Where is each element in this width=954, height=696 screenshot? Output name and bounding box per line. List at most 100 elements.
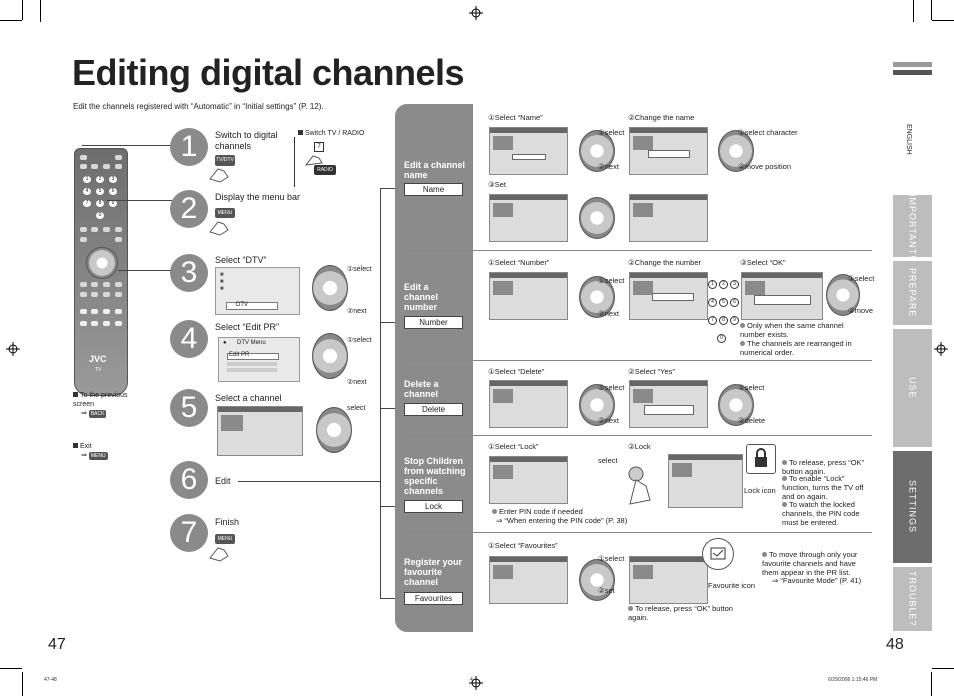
footer-page: 4: [470, 677, 473, 683]
tab-settings[interactable]: SETTINGS: [893, 451, 932, 563]
number-button[interactable]: Number: [404, 316, 463, 329]
remote-key[interactable]: 3: [109, 176, 117, 183]
dpad[interactable]: [718, 384, 754, 426]
back-button[interactable]: BACK: [88, 410, 107, 418]
action-label: ②delete: [738, 416, 766, 425]
note: Enter PIN code if needed: [492, 507, 583, 516]
dpad[interactable]: [312, 333, 348, 379]
keypad-key[interactable]: 2: [719, 280, 728, 289]
lock-icon: [755, 448, 767, 467]
tv-screen: [489, 456, 568, 504]
keypad-key[interactable]: 6: [730, 298, 739, 307]
keypad-key[interactable]: 1: [708, 280, 717, 289]
dpad[interactable]: [826, 274, 860, 316]
crop-mark: [22, 0, 23, 20]
note-link: ⇒ “When entering the PIN code” (P. 38): [496, 516, 628, 525]
favourites-button[interactable]: Favourites: [404, 592, 463, 605]
action-label: ①select: [598, 276, 625, 285]
keypad-key[interactable]: 9: [730, 316, 739, 325]
crop-mark: [932, 20, 954, 21]
dpad[interactable]: [579, 130, 615, 172]
registration-mark: [6, 342, 20, 356]
tv-screen: [629, 127, 708, 175]
tab-trouble[interactable]: TROUBLE?: [893, 567, 932, 631]
keypad-key[interactable]: 7: [708, 316, 717, 325]
menu-button[interactable]: MENU: [215, 208, 235, 218]
note: To release, press “OK” button again.: [782, 458, 872, 476]
note-text: To watch the locked channels, the PIN co…: [782, 500, 860, 527]
remote-key[interactable]: 4: [83, 188, 91, 195]
action-label: ①select: [598, 128, 625, 137]
action-select: select: [347, 405, 366, 412]
section-heading: Register your favourite channel: [404, 557, 463, 587]
remote-key[interactable]: 0: [96, 212, 104, 219]
note-text: Only when the same channel number exists…: [740, 321, 844, 339]
tv-screen: [489, 194, 568, 242]
remote-key[interactable]: 6: [109, 188, 117, 195]
key-7[interactable]: 7: [314, 142, 324, 152]
tv-dtv-button[interactable]: TV/DTV: [215, 155, 235, 166]
section-heading: Edit a channel name: [404, 160, 466, 180]
dpad[interactable]: [579, 384, 615, 426]
page-number-left: 47: [48, 636, 66, 653]
substep-label: ①Select “Favourites”: [488, 541, 558, 550]
dpad[interactable]: [579, 559, 615, 601]
keypad-key[interactable]: 0: [717, 334, 726, 343]
dpad[interactable]: [312, 265, 348, 311]
dpad[interactable]: [579, 197, 615, 239]
remote-key[interactable]: 2: [96, 176, 104, 183]
tab-important[interactable]: IMPORTANT!: [893, 194, 932, 258]
keypad-key[interactable]: 8: [719, 316, 728, 325]
dpad[interactable]: [718, 130, 754, 172]
crop-mark: [0, 20, 22, 21]
remote-dpad[interactable]: [86, 247, 118, 279]
keypad-key[interactable]: 3: [730, 280, 739, 289]
callout-line: [82, 145, 172, 146]
tab-use[interactable]: USE: [893, 329, 932, 447]
action-select: ①select: [347, 266, 372, 273]
switch-note: Switch TV / RADIO: [298, 129, 364, 138]
favourite-icon-frame: [702, 538, 734, 570]
hand-icon: [628, 466, 651, 505]
substep-label: ②Lock: [628, 442, 651, 451]
keypad-key[interactable]: 5: [719, 298, 728, 307]
substep-label: ②Select “Yes”: [628, 367, 675, 376]
dpad[interactable]: [316, 407, 352, 453]
note-text: To enable “Lock” function, turns the TV …: [782, 474, 864, 501]
back-note-label: To the previous screen: [73, 392, 128, 408]
radio-button[interactable]: RADIO: [314, 165, 336, 175]
tv-screen: [489, 272, 568, 320]
dtv-screen: ■■■ DTV: [215, 267, 300, 315]
remote-key[interactable]: 5: [96, 188, 104, 195]
remote-key[interactable]: 8: [96, 200, 104, 207]
keypad-key[interactable]: 4: [708, 298, 717, 307]
footer-file: 47-48: [44, 677, 57, 683]
registration-mark: [469, 6, 483, 20]
lock-button[interactable]: Lock: [404, 500, 463, 513]
note-text: The channels are rearranged in numerical…: [740, 339, 852, 357]
menu-button[interactable]: MENU: [215, 534, 235, 544]
action-label: ②move: [848, 306, 874, 315]
remote-key[interactable]: 1: [83, 176, 91, 183]
action-next: ②next: [347, 308, 367, 315]
substep-label: ①Select “Number”: [488, 258, 550, 267]
dtv-menu-screen: ● DTV Menu Edit PR: [218, 337, 300, 382]
crop-mark: [932, 668, 954, 669]
tv-screen: [489, 556, 568, 604]
edit-line: [238, 481, 380, 482]
action-label: ①select: [598, 383, 625, 392]
menu-button[interactable]: MENU: [88, 452, 108, 460]
step-label: Display the menu bar: [215, 192, 301, 202]
delete-button[interactable]: Delete: [404, 403, 463, 416]
name-button[interactable]: Name: [404, 183, 463, 196]
exit-note: Exit ⇒ MENU: [73, 442, 143, 460]
remote-key[interactable]: 7: [83, 200, 91, 207]
remote-key[interactable]: 9: [109, 200, 117, 207]
action-label: ②move position: [738, 162, 791, 171]
tv-screen: [629, 380, 708, 428]
bracket-line: [380, 188, 404, 189]
dpad[interactable]: [579, 276, 615, 318]
note: To release, press “OK” button again.: [628, 604, 748, 622]
tab-prepare[interactable]: PREPARE: [893, 261, 932, 325]
